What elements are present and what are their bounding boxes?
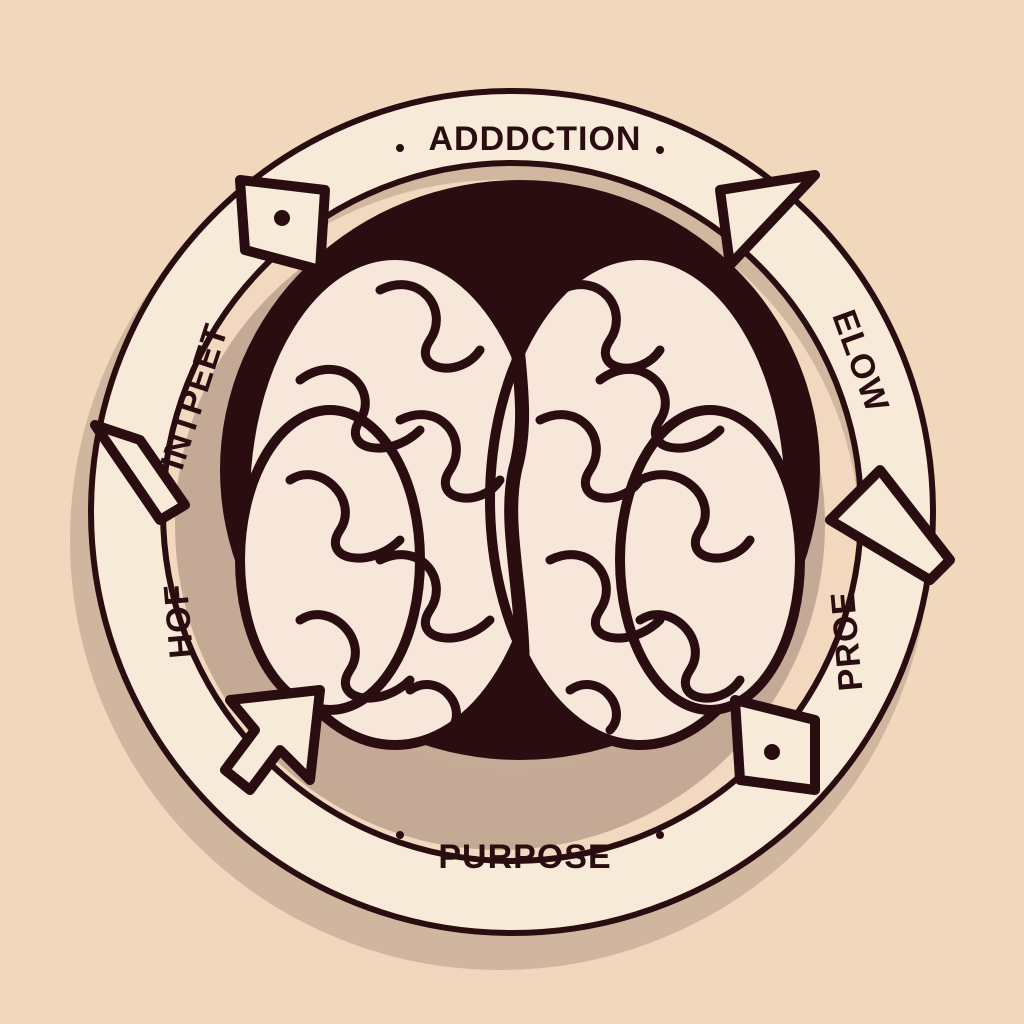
arrow-bottom-left-icon bbox=[220, 685, 325, 795]
ring-dot bbox=[656, 831, 664, 839]
brain-folds bbox=[285, 280, 755, 735]
arrow-left-icon bbox=[90, 420, 190, 525]
ring-dot bbox=[396, 831, 404, 839]
ring-dot bbox=[656, 146, 664, 154]
label-right-lower: PROE bbox=[824, 589, 871, 692]
brain-icon bbox=[235, 243, 805, 750]
ring-dot bbox=[396, 144, 404, 152]
arrow-top-right-icon bbox=[715, 170, 820, 270]
label-left-lower: HOF bbox=[157, 582, 201, 660]
label-top: ADDDCTION bbox=[429, 120, 642, 158]
arrow-right-icon bbox=[825, 465, 955, 585]
arrow-bottom-right-icon bbox=[730, 695, 820, 795]
brain-fissure bbox=[504, 243, 530, 747]
arrow-top-left-icon bbox=[235, 175, 330, 275]
label-bottom: PURPOSE bbox=[438, 838, 611, 876]
